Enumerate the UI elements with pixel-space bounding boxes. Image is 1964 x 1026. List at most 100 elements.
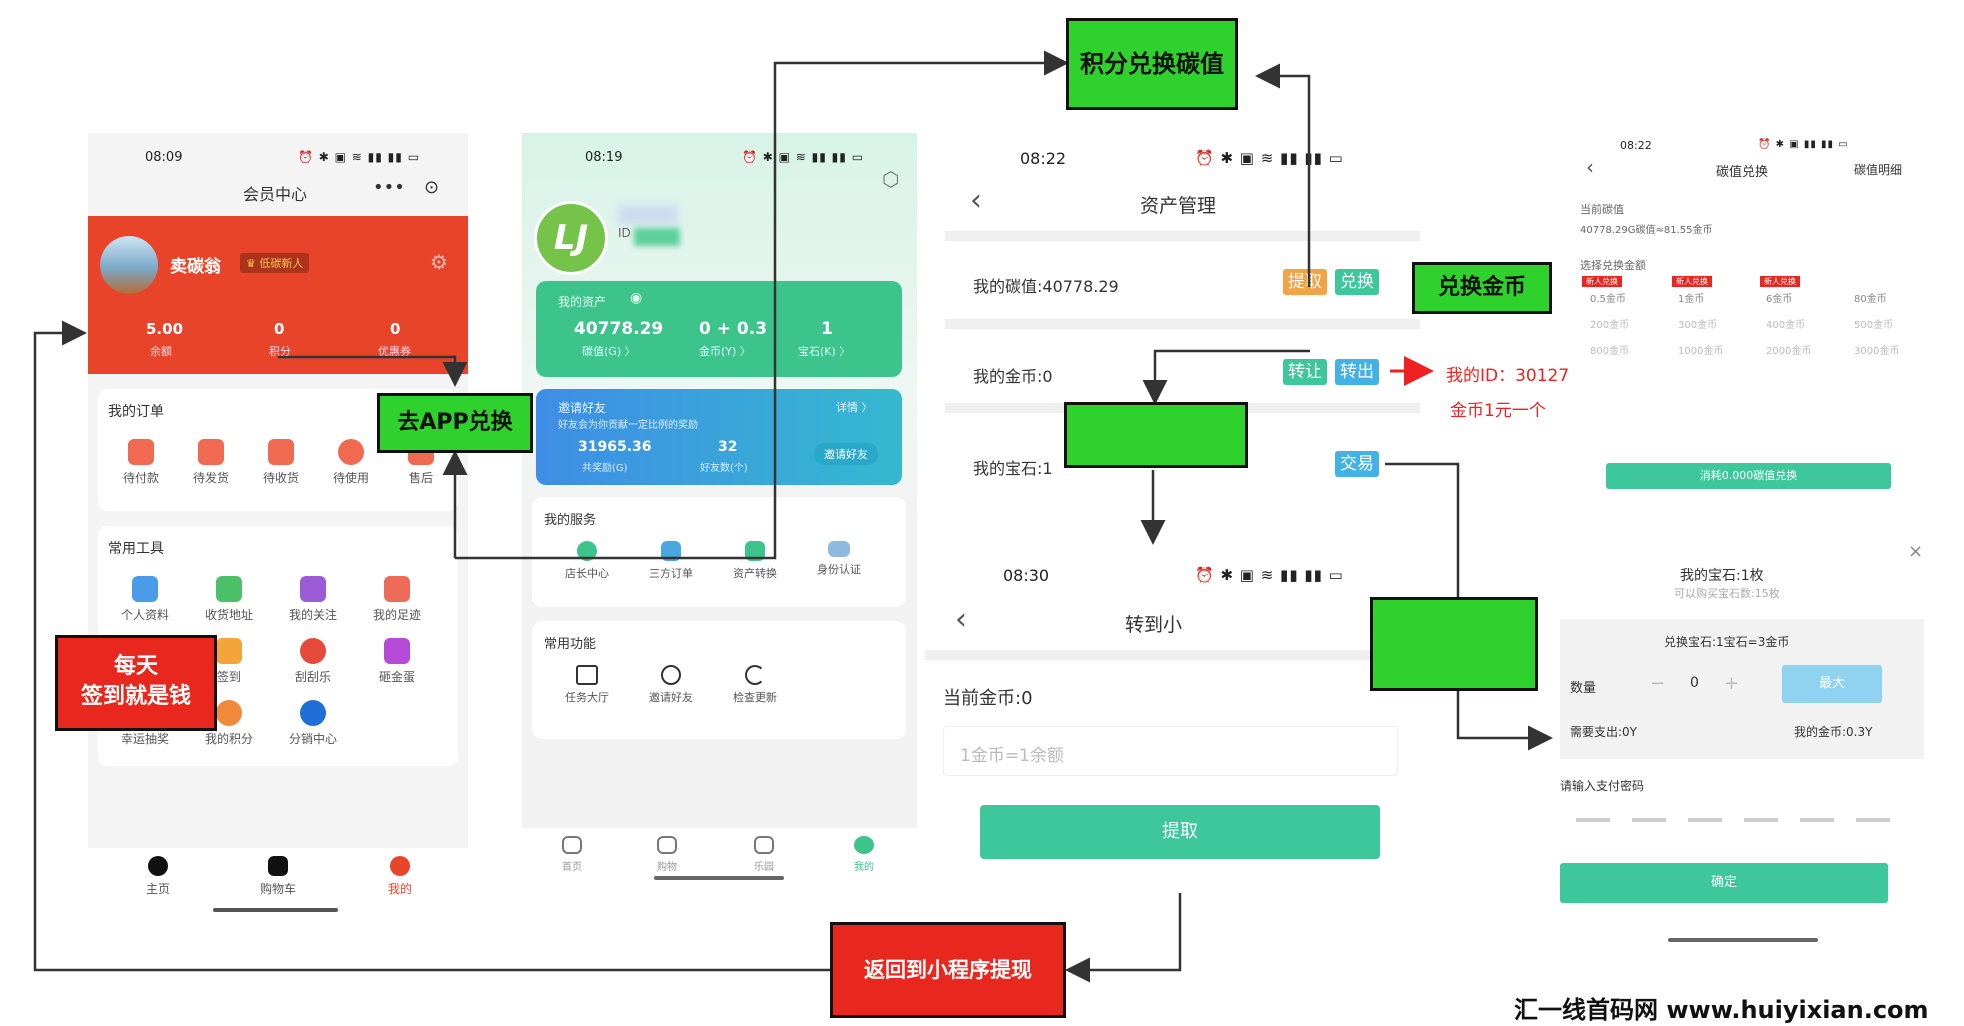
service-identity[interactable]: 身份认证 xyxy=(804,541,874,577)
settings-icon[interactable]: ⬡ xyxy=(882,167,900,191)
label-gold-price: 金币1元一个 xyxy=(1450,401,1546,421)
stat-coupon-label: 优惠券 xyxy=(378,345,411,358)
password-input[interactable] xyxy=(1576,818,1906,822)
confirm-button[interactable]: 确定 xyxy=(1560,863,1888,903)
bag-icon xyxy=(657,836,677,854)
invite-reward-label: 共奖励(G) xyxy=(582,463,628,474)
username-blurred xyxy=(618,205,678,225)
stat-points-label: 积分 xyxy=(269,345,291,358)
amount-option[interactable]: 400金币 xyxy=(1766,320,1806,331)
amount-option[interactable]: 1000金币 xyxy=(1678,346,1724,357)
eye-icon[interactable]: ◉ xyxy=(630,290,643,306)
carbon-detail-link[interactable]: 碳值明细 xyxy=(1854,163,1903,177)
amount-option[interactable]: 80金币 xyxy=(1854,294,1887,305)
label-exchange-gold: 兑换金币 xyxy=(1412,262,1552,314)
carbon-value: 我的碳值:40778.29 xyxy=(973,277,1119,296)
asset-carbon-label[interactable]: 碳值(G) 〉 xyxy=(582,345,636,358)
close-icon[interactable]: × xyxy=(1908,541,1924,562)
withdraw-submit-button[interactable]: 提取 xyxy=(980,805,1380,859)
back-chevron-icon[interactable]: ‹ xyxy=(1586,155,1594,179)
home-indicator xyxy=(1668,938,1818,942)
amount-option[interactable]: 200金币 xyxy=(1590,320,1630,331)
order-pending-pay[interactable]: 待付款 xyxy=(116,439,166,486)
amount-input[interactable]: 1金币=1余额 xyxy=(943,726,1398,776)
arrow-back-to-miniapp xyxy=(1065,893,1182,983)
nav-park[interactable]: 乐园 xyxy=(734,836,794,873)
tool-address[interactable]: 收货地址 xyxy=(194,576,264,623)
stat-balance-label: 余额 xyxy=(150,345,172,358)
exchange-button[interactable]: 兑换 xyxy=(1335,269,1379,295)
quantity-value[interactable]: 0 xyxy=(1690,675,1699,691)
order-pending-ship[interactable]: 待发货 xyxy=(186,439,236,486)
nav-mine[interactable]: 我的 xyxy=(834,836,894,873)
quantity-plus-button[interactable]: + xyxy=(1724,673,1740,694)
tool-distribution[interactable]: 分销中心 xyxy=(278,700,348,747)
function-task-hall[interactable]: 任务大厅 xyxy=(552,665,622,705)
invite-friends-button[interactable]: 邀请好友 xyxy=(814,443,878,465)
withdraw-button[interactable]: 提取 xyxy=(1283,269,1327,295)
status-time: 08:19 xyxy=(585,150,623,165)
nav-cart[interactable]: 购物车 xyxy=(248,856,308,897)
tool-golden-egg[interactable]: 砸金蛋 xyxy=(362,638,432,685)
close-circle-icon[interactable]: ⊙ xyxy=(424,177,440,198)
transfer-out-button[interactable]: 转出 xyxy=(1335,359,1379,385)
current-gold: 当前金币:0 xyxy=(943,688,1033,709)
quantity-minus-button[interactable]: − xyxy=(1650,673,1666,694)
invite-detail-link[interactable]: 详情 〉 xyxy=(836,401,873,414)
back-chevron-icon[interactable]: ‹ xyxy=(970,183,982,218)
blurred-green-box xyxy=(1370,597,1538,691)
phone6-gem-trade: × 我的宝石:1枚 可以购买宝石数:15枚 兑换宝石:1宝石=3金币 数量 − … xyxy=(1552,533,1932,953)
box-icon xyxy=(198,439,224,465)
status-time: 08:30 xyxy=(1003,566,1050,585)
stat-balance-value[interactable]: 5.00 xyxy=(146,320,184,338)
settings-gear-icon[interactable]: ⚙ xyxy=(430,250,448,274)
nav-mine[interactable]: 我的 xyxy=(370,856,430,897)
home-icon xyxy=(148,856,168,876)
avatar[interactable] xyxy=(100,236,158,294)
amount-option[interactable]: 800金币 xyxy=(1590,346,1630,357)
asset-carbon-value[interactable]: 40778.29 xyxy=(574,319,664,339)
tool-profile[interactable]: 个人资料 xyxy=(110,576,180,623)
manager-icon xyxy=(577,541,597,561)
order-pending-use[interactable]: 待使用 xyxy=(326,439,376,486)
function-check-update[interactable]: 检查更新 xyxy=(720,665,790,705)
transfer-button[interactable]: 转让 xyxy=(1283,359,1327,385)
stat-coupon-value[interactable]: 0 xyxy=(390,320,401,338)
tool-signin[interactable]: 签到 xyxy=(194,638,264,685)
page-title: 资产管理 xyxy=(1140,195,1217,217)
amount-option[interactable]: 500金币 xyxy=(1854,320,1894,331)
more-icon[interactable]: ••• xyxy=(373,177,405,198)
asset-gold-value[interactable]: 0 + 0.3 xyxy=(699,319,768,339)
function-invite[interactable]: 邀请好友 xyxy=(636,665,706,705)
consume-exchange-button[interactable]: 消耗0.000碳值兑换 xyxy=(1606,463,1891,489)
asset-gem-value[interactable]: 1 xyxy=(821,319,833,339)
amount-option[interactable]: 300金币 xyxy=(1678,320,1718,331)
arrow-app-to-jifen xyxy=(455,50,1069,560)
tool-my-points[interactable]: 我的积分 xyxy=(194,700,264,747)
nav-home[interactable]: 首页 xyxy=(542,836,602,873)
back-chevron-icon[interactable]: ‹ xyxy=(955,602,967,637)
page-title: 转到小 xyxy=(1125,614,1183,636)
arrow-exchange-to-jifen xyxy=(1255,63,1311,287)
amount-option[interactable]: 3000金币 xyxy=(1854,346,1900,357)
tool-scratch[interactable]: 刮刮乐 xyxy=(278,638,348,685)
amount-option[interactable]: 1金币 xyxy=(1678,294,1705,305)
stat-points-value[interactable]: 0 xyxy=(274,320,285,338)
service-asset-convert[interactable]: 资产转换 xyxy=(720,541,790,581)
service-shop-manager[interactable]: 店长中心 xyxy=(552,541,622,581)
order-pending-receive[interactable]: 待收货 xyxy=(256,439,306,486)
user-id-blurred xyxy=(634,228,680,246)
amount-option[interactable]: 2000金币 xyxy=(1766,346,1812,357)
asset-gem-label[interactable]: 宝石(K) 〉 xyxy=(798,345,851,358)
gem-rate: 兑换宝石:1宝石=3金币 xyxy=(1664,635,1790,649)
nav-home[interactable]: 主页 xyxy=(128,856,188,897)
nav-shopping[interactable]: 购物 xyxy=(637,836,697,873)
max-button[interactable]: 最大 xyxy=(1782,665,1882,703)
tool-footprint[interactable]: 我的足迹 xyxy=(362,576,432,623)
amount-option[interactable]: 6金币 xyxy=(1766,294,1793,305)
trade-button[interactable]: 交易 xyxy=(1335,451,1379,477)
service-third-party-orders[interactable]: 三方订单 xyxy=(636,541,706,581)
asset-gold-label[interactable]: 金币(Y) 〉 xyxy=(699,345,751,358)
amount-option[interactable]: 0.5金币 xyxy=(1590,294,1626,305)
tool-follow[interactable]: 我的关注 xyxy=(278,576,348,623)
